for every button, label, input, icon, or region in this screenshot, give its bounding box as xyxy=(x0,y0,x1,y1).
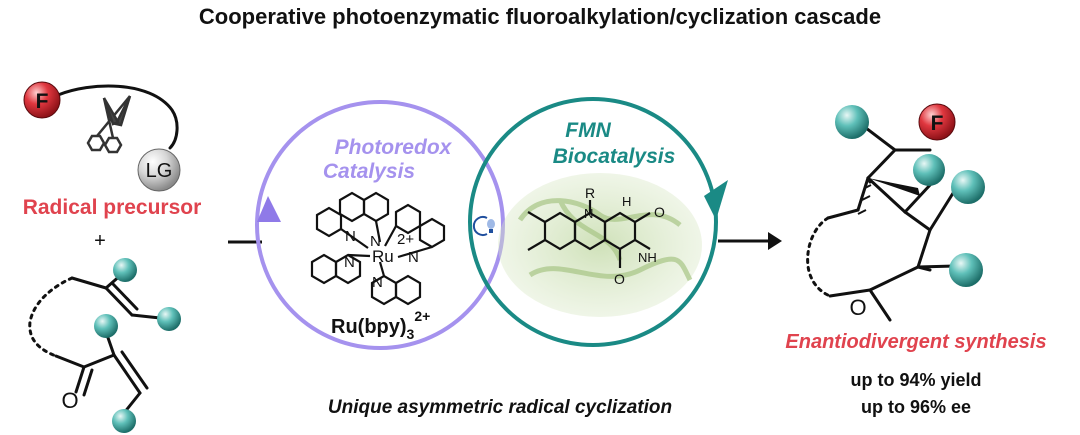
biocatalysis-cycle xyxy=(468,97,718,347)
substrate-oxygen: O xyxy=(61,388,78,413)
teal-sphere xyxy=(113,258,137,282)
photoredox-arrowhead xyxy=(257,196,281,222)
ru-formula-main: Ru(bpy) xyxy=(331,316,407,338)
ru-n-atom: N xyxy=(370,233,381,250)
yield-line: up to 94% yield xyxy=(850,370,981,390)
biocatalysis-label-1: FMN xyxy=(565,119,611,142)
teal-sphere xyxy=(951,170,985,204)
ee-line: up to 96% ee xyxy=(861,397,971,417)
ru-formula: Ru(bpy)3 2+ xyxy=(331,308,430,342)
ru-formula-sup: 2+ xyxy=(414,308,430,324)
teal-sphere xyxy=(835,105,869,139)
fmn-nh-atom: NH xyxy=(638,250,657,265)
plus-sign: + xyxy=(94,230,106,252)
radical-precursor-label: Radical precursor xyxy=(23,196,202,219)
fmn-o-atom: O xyxy=(654,204,665,220)
page-title: Cooperative photoenzymatic fluoroalkylat… xyxy=(198,4,882,29)
reaction-arrowhead xyxy=(768,232,782,250)
bottom-caption: Unique asymmetric radical cyclization xyxy=(328,397,672,418)
ru-n-atom: N xyxy=(408,249,419,266)
fmn-n-atom: N xyxy=(584,206,593,221)
teal-sphere xyxy=(913,154,945,186)
radical-precursor-structure xyxy=(56,84,179,150)
substrate-structure xyxy=(28,272,162,420)
leaving-group-label: LG xyxy=(146,160,173,182)
scissors-icon xyxy=(86,95,132,154)
biocatalysis-label-2: Biocatalysis xyxy=(553,145,676,168)
photoredox-label-1: Photoredox xyxy=(335,136,453,159)
fmn-structure xyxy=(527,200,651,268)
ru-charge: 2+ xyxy=(397,231,414,248)
fmn-o-atom-2: O xyxy=(614,271,625,287)
product-label: Enantiodivergent synthesis xyxy=(785,331,1046,353)
product-wedge-bond xyxy=(868,178,920,196)
leaving-group-sphere xyxy=(137,148,181,192)
product-fluorine-sphere xyxy=(918,103,956,141)
enzyme-image xyxy=(498,173,702,317)
ru-bpy-complex xyxy=(310,191,446,306)
ru-n-atom: N xyxy=(344,254,355,271)
product-fluorine-label: F xyxy=(931,112,944,135)
fluorine-sphere xyxy=(23,81,61,119)
fluorine-label: F xyxy=(36,90,49,113)
ru-formula-sub: 3 xyxy=(407,326,415,342)
product-oxygen: O xyxy=(849,295,866,320)
teal-sphere xyxy=(157,307,181,331)
ru-n-atom: N xyxy=(345,228,356,245)
teal-sphere xyxy=(112,409,136,433)
biocatalysis-arrowhead xyxy=(704,180,728,220)
ru-atom: Ru xyxy=(372,247,394,266)
product-hashed-bond xyxy=(857,184,872,215)
teal-sphere xyxy=(94,314,118,338)
photoredox-label-2: Catalysis xyxy=(323,160,415,183)
fmn-r-group: R xyxy=(585,185,595,201)
ru-n-atom: N xyxy=(372,274,383,291)
teal-sphere xyxy=(949,253,983,287)
product-structure xyxy=(806,120,957,322)
light-bulb-icon xyxy=(472,216,495,236)
fmn-nh-top: H xyxy=(622,194,631,209)
